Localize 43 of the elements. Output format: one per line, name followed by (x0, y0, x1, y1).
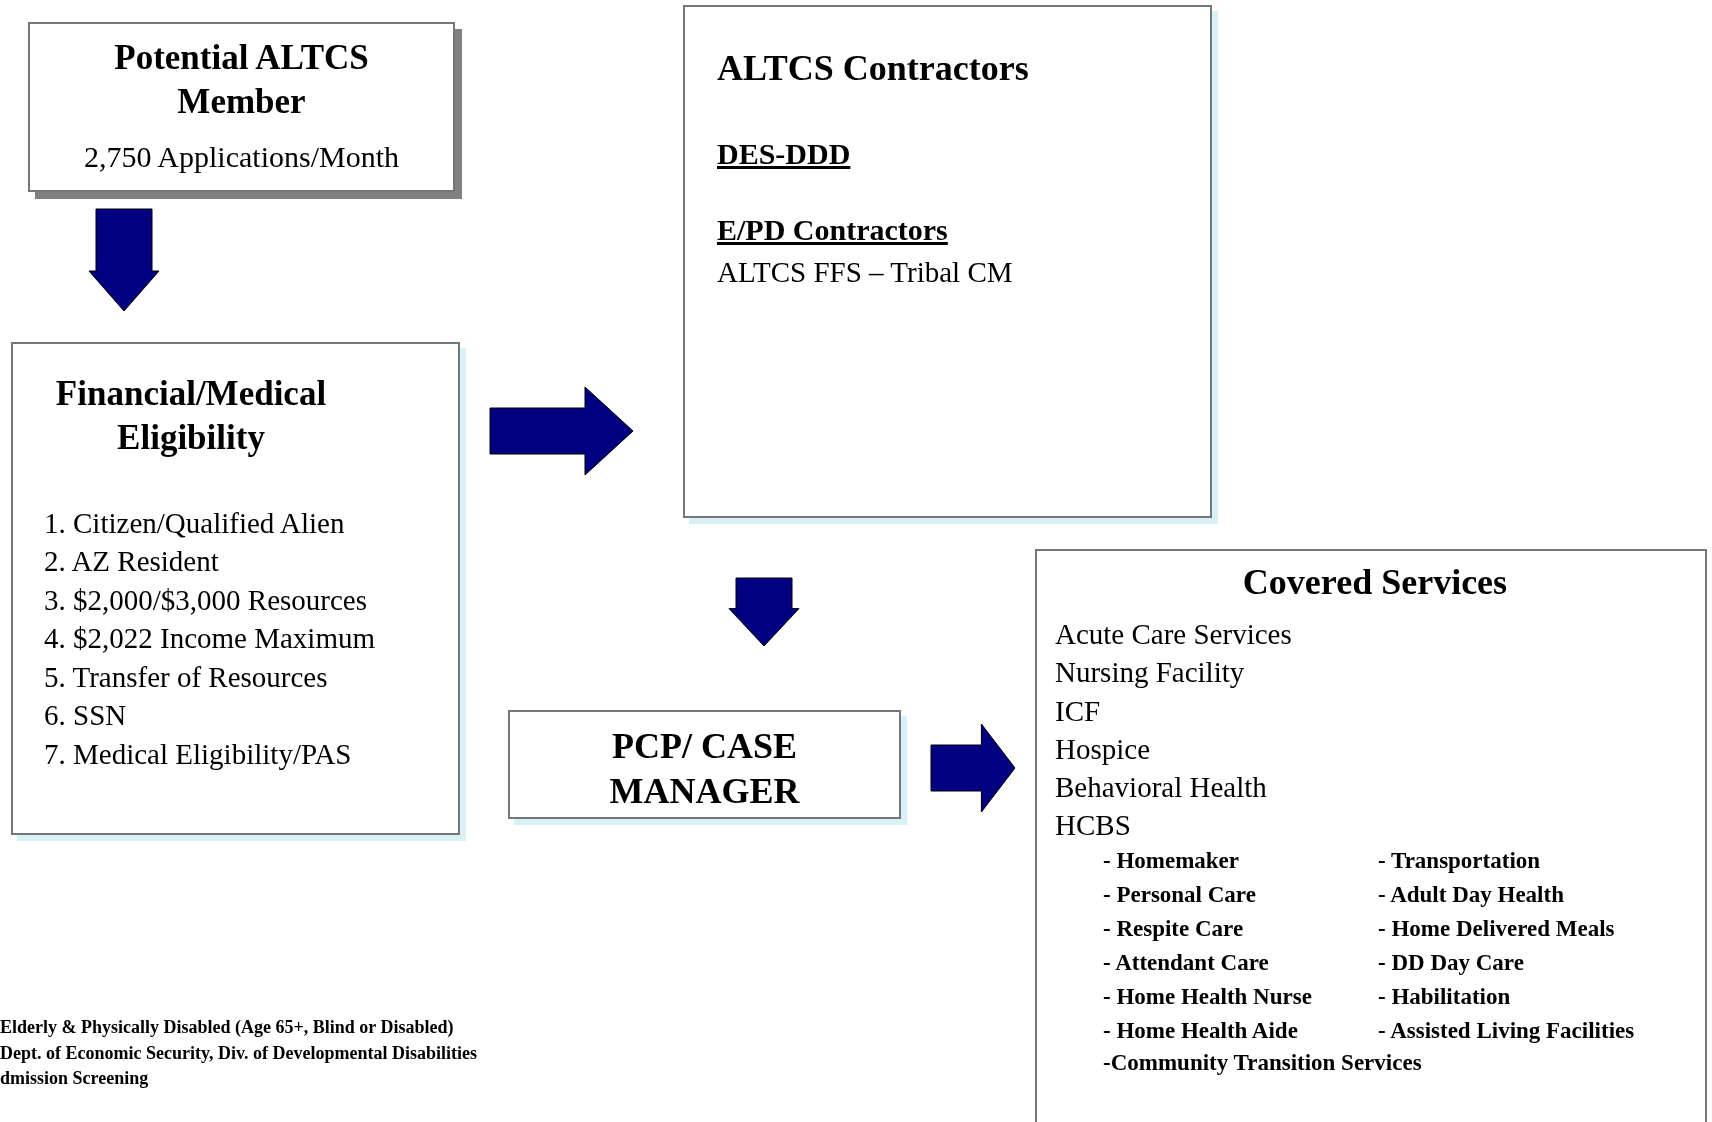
box-heading: PCP/ CASE MANAGER (608, 725, 801, 813)
box-heading: Covered Services (1241, 561, 1509, 603)
service-item: - Homemaker (1103, 846, 1241, 875)
block-arrow (728, 577, 800, 647)
box-heading: Potential ALTCS Member (113, 37, 370, 123)
footnote: dmission Screening (0, 1068, 149, 1089)
list-item: 5. Transfer of Resources (43, 659, 329, 695)
footnote: Dept. of Economic Security, Div. of Developmental Disabilities (0, 1043, 477, 1064)
text-box (1035, 549, 1707, 1122)
list-item: DES-DDD (717, 137, 852, 171)
list-item: Hospice (1055, 731, 1152, 767)
list-item: 4. $2,022 Income Maximum (43, 621, 377, 656)
list-item: Acute Care Services (1055, 617, 1293, 652)
service-item: - Home Health Aide (1103, 1016, 1299, 1045)
list-item: E/PD Contractors (717, 212, 949, 248)
list-item: Behavioral Health (1055, 770, 1268, 806)
service-item: - Personal Care (1103, 880, 1257, 909)
service-item: - Attendant Care (1103, 948, 1270, 977)
list-item: 2. AZ Resident (43, 544, 220, 579)
list-item: HCBS (1055, 808, 1132, 844)
list-item: Nursing Facility (1055, 655, 1246, 691)
list-item: 1. Citizen/Qualified Alien (43, 505, 346, 541)
service-item: - Assisted Living Facilities (1378, 1016, 1636, 1045)
list-item: 7. Medical Eligibility/PAS (43, 736, 353, 772)
block-arrow (930, 723, 1016, 813)
box-heading: Financial/Medical Eligibility (54, 373, 328, 459)
service-item: - Respite Care (1103, 914, 1245, 943)
box-heading: ALTCS Contractors (717, 47, 1030, 89)
service-item: - Home Delivered Meals (1378, 914, 1616, 943)
list-item: 2,750 Applications/Month (83, 139, 400, 174)
service-item: - DD Day Care (1378, 948, 1525, 977)
list-item: ICF (1055, 693, 1102, 729)
list-item: 3. $2,000/$3,000 Resources (43, 582, 368, 618)
list-item: ALTCS FFS – Tribal CM (717, 255, 1014, 290)
service-item: - Habilitation (1378, 982, 1512, 1011)
service-item: - Home Health Nurse (1103, 982, 1313, 1011)
service-item: - Transportation (1378, 846, 1542, 875)
block-arrow (489, 386, 634, 476)
service-item: -Community Transition Services (1103, 1048, 1423, 1077)
service-item: - Adult Day Health (1378, 880, 1565, 909)
footnote: Elderly & Physically Disabled (Age 65+, Blind or Disabled) (0, 1017, 454, 1038)
list-item: 6. SSN (43, 698, 128, 733)
block-arrow (88, 208, 160, 312)
